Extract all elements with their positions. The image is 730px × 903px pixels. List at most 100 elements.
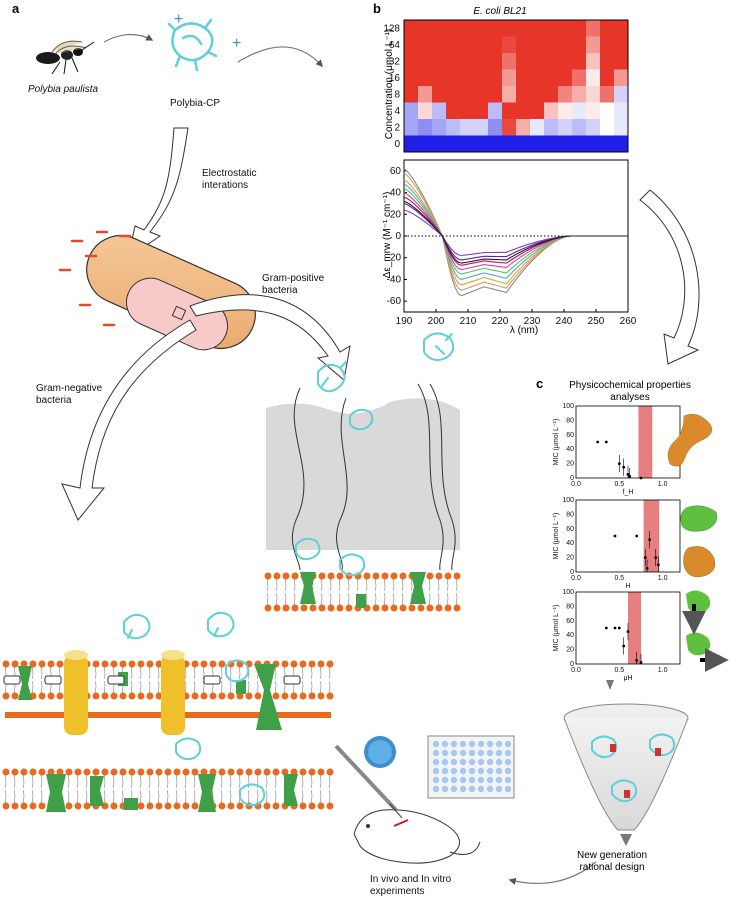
mic-xlabel: H [625,583,630,590]
lipid-tail [220,666,223,680]
lipid-head [281,692,289,700]
heatmap-cell [474,119,489,136]
mic-xtick: 1.0 [658,667,668,674]
lipid-head [29,802,37,810]
well [504,758,512,766]
heatmap-cell [502,53,517,70]
well [468,749,476,757]
heatmap-cell [460,86,475,103]
lipid-tail [184,666,187,680]
mic-xtick: 0.0 [571,481,581,488]
lipid-tail [293,578,296,592]
heatmap-cell [530,86,545,103]
heatmap-cell [614,86,629,103]
well [486,758,494,766]
mic-point [604,440,608,444]
lipid-head [317,768,325,776]
heatmap-cell [572,69,587,87]
heatmap-cell [586,20,601,37]
mic-point [596,440,600,444]
lipid-tail [130,666,133,680]
well [486,740,494,748]
lipid-head [119,692,127,700]
lipid-head [408,604,416,612]
lipid-head [272,768,280,776]
heatmap-cell [474,36,489,54]
lipid-head [273,572,281,580]
heatmap-cell [558,69,573,87]
heatmap-cell [502,20,517,37]
well [486,776,494,784]
mic-point [639,476,643,480]
lipid-head [110,692,118,700]
lipid-tail [85,789,88,804]
lipid-head [47,768,55,776]
lipid-head [74,802,82,810]
arrow-to-rod [127,127,189,260]
heatmap-cell [558,119,573,136]
heatmap-cell [544,69,559,87]
lipid-tail [247,774,250,789]
heatmap-cell [558,20,573,37]
mic-xtick: 0.5 [614,481,624,488]
lipid-tail [310,680,313,694]
mouse-icon [353,809,481,864]
negative-charges [58,230,132,327]
heatmap-cell [418,102,433,120]
heatmap-cell [572,53,587,70]
heatmap-cell [488,102,503,120]
well [432,785,440,793]
lipid-head [128,660,136,668]
heatmap-cell [446,86,461,103]
heatmap-cell [544,53,559,70]
lipid-head [318,572,326,580]
heatmap-cell [460,135,475,153]
heatmap-cell [530,69,545,87]
lipid-head [137,660,145,668]
lipid-tail [455,592,458,606]
heatmap-cell [544,86,559,103]
well [432,767,440,775]
heatmap-cell [474,102,489,120]
heatmap-cell [572,36,587,54]
lipid-tail [229,666,232,680]
well [432,776,440,784]
lipid-head [83,768,91,776]
mic-frame [575,499,681,573]
well [450,785,458,793]
lipid-head [309,604,317,612]
lipid-tail [265,789,268,804]
heatmap-ytick: 64 [389,40,401,51]
well [432,758,440,766]
lipid-head [146,692,154,700]
lipid-head [426,572,434,580]
lipid-tail [256,680,259,694]
heatmap-cell [600,69,615,87]
lipid-head [282,604,290,612]
cd-xtick: 240 [556,316,573,327]
well [495,785,503,793]
lipid-head [417,604,425,612]
arrow-peptide-cd [237,46,323,68]
heatmap-cell [516,119,531,136]
heatmap-cell [572,119,587,136]
lipid-tail [247,680,250,694]
mic-point [604,626,608,630]
lipid-tail [319,666,322,680]
cd-ytick: -40 [387,274,402,285]
lipid-head [291,572,299,580]
lipid-head [263,802,271,810]
lipid-tail [31,666,34,680]
lipid-head [92,660,100,668]
heatmap-cell [516,20,531,37]
lipid-head [218,802,226,810]
heatmap-cell [404,53,419,70]
well [432,749,440,757]
lipid-head [254,692,262,700]
well [468,758,476,766]
lipid-head [381,604,389,612]
lipid-tail [193,666,196,680]
lipid-tail [301,680,304,694]
